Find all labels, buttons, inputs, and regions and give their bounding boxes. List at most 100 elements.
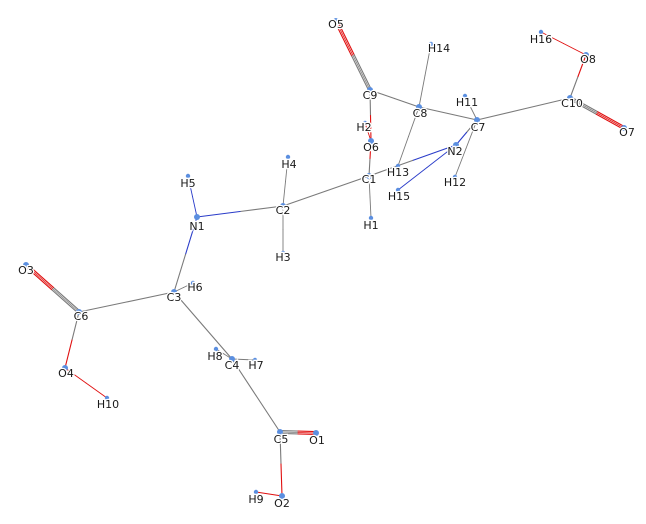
bond-c8-h13-half-a <box>408 106 420 137</box>
atom-node <box>253 489 259 495</box>
atom-h2: H2 <box>355 120 373 136</box>
bond-n1-h5-half-b <box>187 175 193 197</box>
atom-node <box>280 250 286 256</box>
bond-c3-c6-half-a <box>125 291 175 303</box>
atom-c8: C8 <box>411 104 429 121</box>
atom-label: C9 <box>363 89 378 102</box>
atom-label: H15 <box>388 190 410 203</box>
atom-h15: H15 <box>387 187 411 204</box>
atom-h7: H7 <box>247 357 265 374</box>
atom-c5: C5 <box>272 429 290 447</box>
bond-c2-h4-half-b <box>285 156 289 182</box>
atom-label: O2 <box>274 497 290 510</box>
atom-node <box>621 125 627 131</box>
atom-node <box>453 142 459 148</box>
atom-node <box>368 215 374 221</box>
atom-label: H8 <box>207 350 222 363</box>
atom-label: C1 <box>362 173 377 186</box>
bond-c6-o3-1-half-b <box>26 263 54 289</box>
atom-node <box>104 395 110 401</box>
atom-node <box>583 52 589 58</box>
bond-n2-h15-half-b <box>397 167 428 191</box>
bond-o4-h10-half-a <box>64 367 87 384</box>
atom-node <box>428 41 434 47</box>
bond-n1-c3-half-a <box>184 216 198 256</box>
bond-c10-o8-half-a <box>569 75 579 99</box>
atom-node <box>452 174 458 180</box>
atom-node <box>252 357 258 363</box>
atom-node <box>185 173 191 179</box>
bond-c6-o3-2-half-a <box>51 288 79 314</box>
atom-node <box>395 187 401 193</box>
atom-h16: H16 <box>529 29 553 47</box>
atom-label: H14 <box>428 42 450 55</box>
bond-c5-o2-half-b <box>280 463 283 497</box>
atom-node <box>76 309 82 315</box>
atom-h11: H11 <box>455 93 479 110</box>
bond-c6-o3-0-half-a <box>52 288 80 313</box>
bond-c5-o1-1-half-b <box>297 433 317 435</box>
atom-label: C6 <box>74 310 89 323</box>
atom-label: C5 <box>274 433 289 446</box>
atom-label: H11 <box>456 96 478 109</box>
atom-c7: C7 <box>469 117 487 135</box>
bond-c8-h14-half-b <box>424 43 432 76</box>
bond-n1-h5-half-a <box>192 196 198 218</box>
atom-label: N1 <box>189 220 204 233</box>
atom-c2: C2 <box>274 203 291 219</box>
atom-o4: O4 <box>57 365 75 381</box>
bond-o4-h10-half-b <box>85 382 108 399</box>
atom-h13: H13 <box>386 163 410 180</box>
atom-o8: O8 <box>579 52 597 68</box>
bond-c5-o1-2-half-b <box>297 430 317 433</box>
bond-c8-c7-half-a <box>418 106 449 115</box>
atom-node <box>362 120 368 126</box>
bond-c9-o6-half-b <box>369 114 372 142</box>
bond-n2-h15-half-a <box>426 144 457 168</box>
bond-c7-c10-half-b <box>522 97 571 110</box>
atom-o6: O6 <box>362 138 380 155</box>
atom-label: H4 <box>281 158 296 171</box>
atom-c10: C10 <box>560 95 584 111</box>
bond-o8-h16-half-a <box>563 43 587 56</box>
atom-h5: H5 <box>179 173 197 191</box>
bonds-layer <box>24 19 626 497</box>
atom-label: C10 <box>561 97 583 110</box>
bond-c6-o4-half-a <box>71 311 80 341</box>
atom-node <box>279 493 285 499</box>
atom-node <box>367 87 373 93</box>
bond-o5-c9-0-half-a <box>335 20 354 56</box>
bond-c2-n1-half-a <box>239 205 284 213</box>
atom-label: C7 <box>471 121 486 134</box>
bond-c5-o1-0-half-b <box>297 432 317 434</box>
bond-c1-c2-half-a <box>325 175 370 192</box>
bond-c5-o2-half-a <box>279 431 282 465</box>
bond-c4-c5-half-a <box>231 358 257 397</box>
bond-o5-c9-1-half-b <box>351 55 370 92</box>
bond-c8-c7-half-b <box>447 112 478 121</box>
atom-h14: H14 <box>427 41 452 57</box>
atom-node <box>277 429 283 435</box>
atom-h12: H12 <box>443 174 468 191</box>
atom-n1: N1 <box>188 214 206 234</box>
bond-c10-o7-0-half-b <box>596 112 625 129</box>
bond-c4-c5-half-b <box>255 394 281 433</box>
atom-node <box>366 173 372 179</box>
atom-node <box>313 430 319 436</box>
bond-c10-o7-2-half-b <box>597 111 626 128</box>
bond-n2-c1-half-b <box>368 159 414 177</box>
bond-c5-o1-2-half-a <box>279 430 299 432</box>
atom-c9: C9 <box>361 87 379 103</box>
atom-label: H6 <box>187 281 202 294</box>
atom-o3: O3 <box>17 262 35 278</box>
atom-label: H5 <box>180 177 195 190</box>
atom-h3: H3 <box>274 250 292 266</box>
atom-label: H9 <box>248 493 263 506</box>
atom-o2: O2 <box>273 493 291 511</box>
atom-h1: H1 <box>362 215 380 233</box>
atom-node <box>416 104 422 110</box>
atom-o1: O1 <box>308 430 326 448</box>
atom-node <box>474 117 480 123</box>
bond-c6-o4-half-b <box>64 339 73 369</box>
